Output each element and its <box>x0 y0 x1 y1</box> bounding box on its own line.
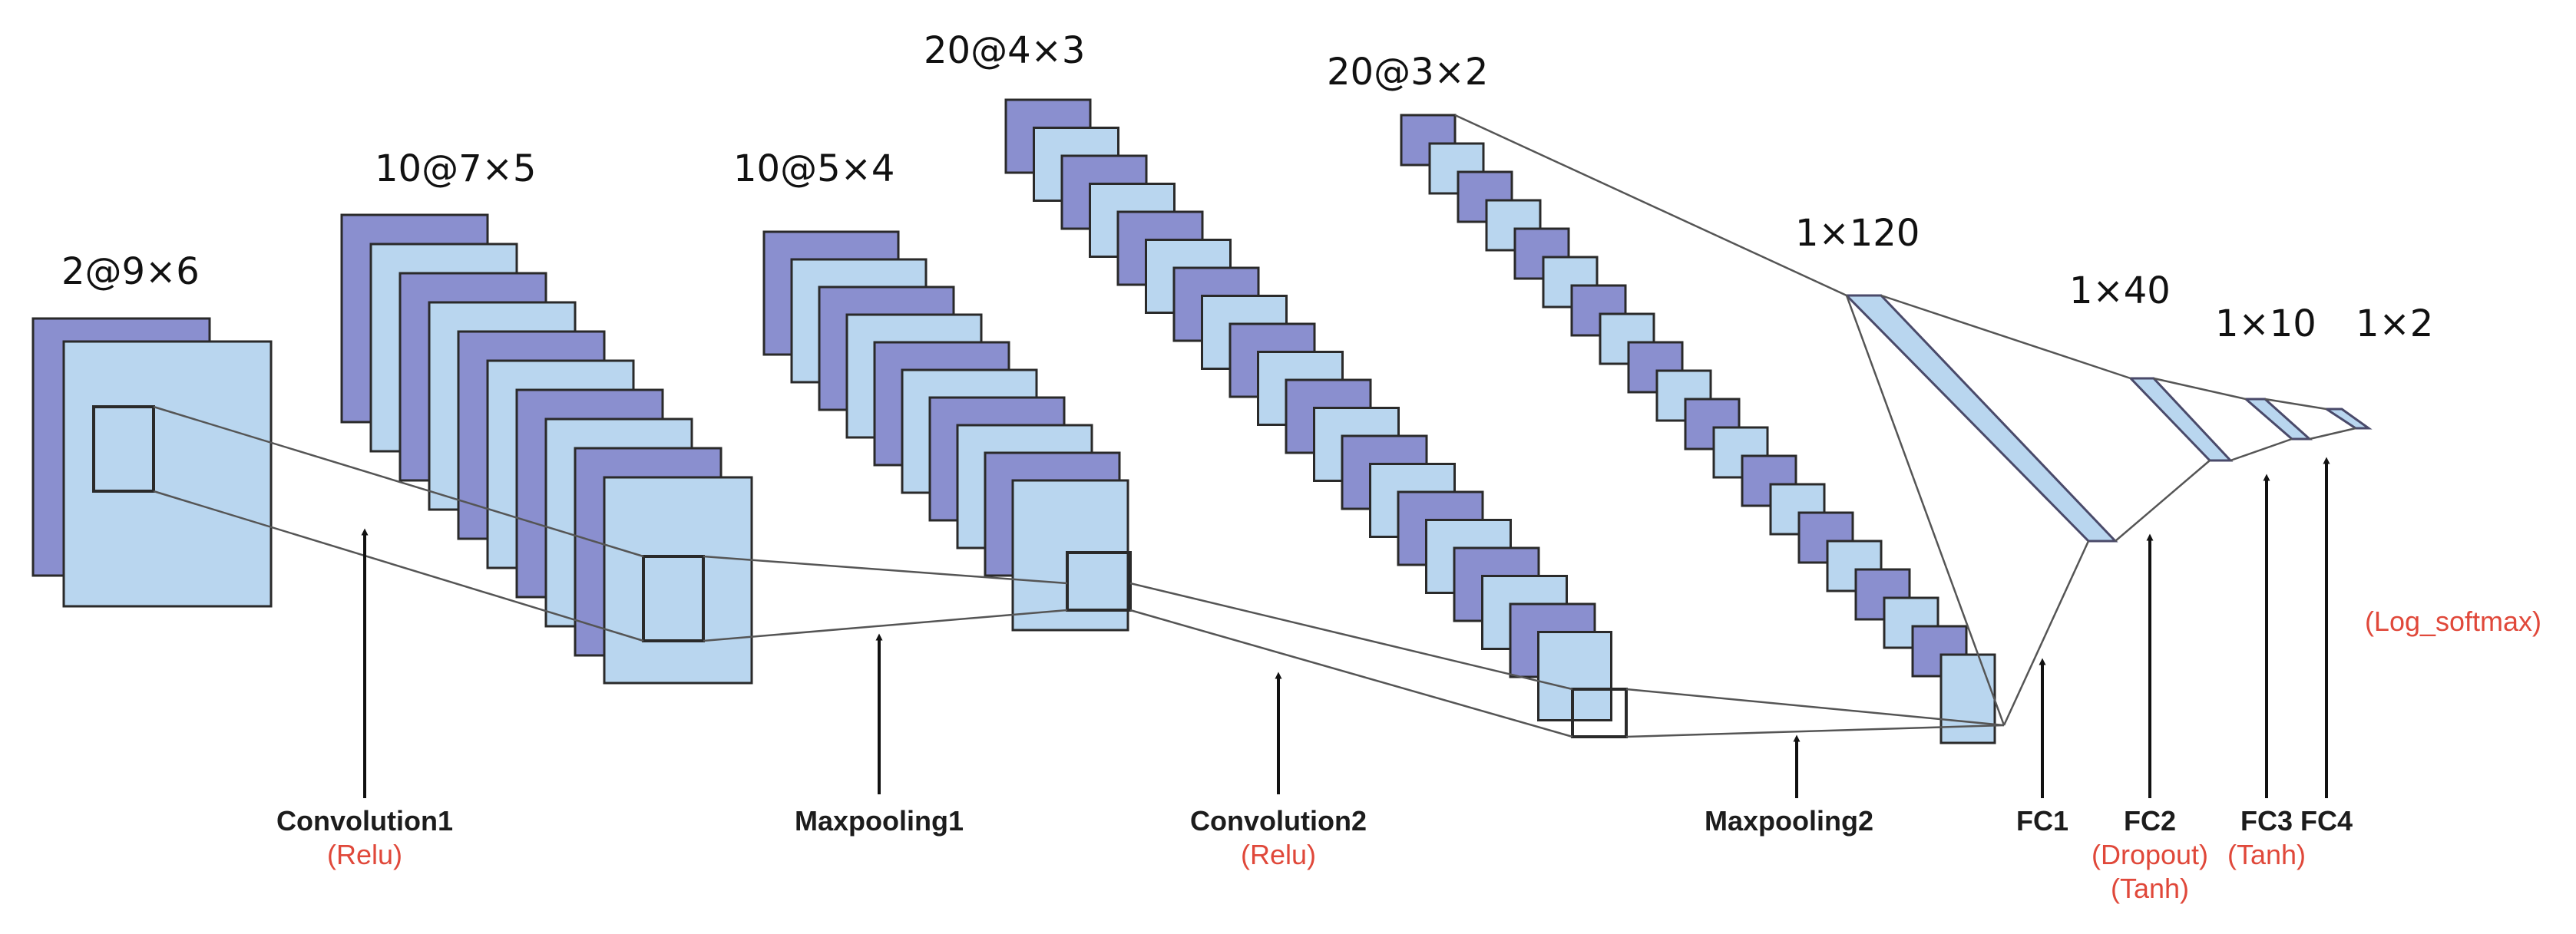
connection-line <box>1129 582 1573 691</box>
layer-pool1-stack <box>762 230 1129 632</box>
pool2-feature-map <box>1457 170 1513 223</box>
op-label-convolution2: Convolution2 <box>1190 805 1367 837</box>
layer-label-fc1: 1×120 <box>1795 212 1920 255</box>
layer-input-stack <box>31 317 273 608</box>
activation-label-fc2-tanh: (Tanh) <box>2111 873 2189 904</box>
op-label-fc3: FC3 <box>2240 805 2293 837</box>
connection-line <box>153 405 644 558</box>
layer-label-conv1: 10@7×5 <box>375 147 536 190</box>
receptive-field-conv2 <box>1571 688 1628 738</box>
connection-line <box>1880 294 2131 380</box>
fc1-bar <box>1844 294 2118 543</box>
connection-line <box>703 555 1068 585</box>
connection-line <box>1454 114 1847 297</box>
connection-line <box>2115 460 2211 542</box>
operation-arrows <box>361 457 2330 798</box>
layer-label-input: 2@9×6 <box>61 250 200 293</box>
connection-line <box>2002 540 2090 726</box>
activation-label-convolution1: (Relu) <box>327 839 402 870</box>
receptive-field-pool1 <box>1066 551 1132 612</box>
layer-label-pool2: 20@3×2 <box>1327 51 1488 94</box>
connection-line <box>2264 398 2327 411</box>
layer-conv1-stack <box>340 213 753 685</box>
op-label-convolution1: Convolution1 <box>276 805 453 837</box>
conv2-feature-map <box>1537 631 1612 721</box>
connection-line <box>1129 609 1573 738</box>
connection-lines <box>153 114 2356 738</box>
fc2-bar <box>2128 377 2234 462</box>
layer-conv2-stack <box>1004 98 1612 721</box>
pool2-feature-map <box>1939 653 1996 744</box>
pool1-feature-map <box>1011 479 1129 632</box>
layer-pool2-stack <box>1400 114 1996 744</box>
receptive-field-input <box>92 405 155 493</box>
layer-label-conv2: 20@4×3 <box>924 29 1085 72</box>
op-label-fc4: FC4 <box>2300 805 2353 837</box>
pool2-feature-map <box>1684 398 1741 450</box>
receptive-field-conv1 <box>642 555 705 642</box>
connection-line <box>703 609 1068 642</box>
op-label-fc2: FC2 <box>2124 805 2176 837</box>
activation-label-fc2-dropout: (Dropout) <box>2092 839 2208 870</box>
layer-label-pool1: 10@5×4 <box>733 147 894 190</box>
pool2-feature-map <box>1854 568 1911 621</box>
connection-line <box>1625 688 2005 727</box>
activation-label-convolution2: (Relu) <box>1241 839 1316 870</box>
conv1-feature-map <box>603 476 753 685</box>
connection-line <box>1625 724 2005 738</box>
pool2-feature-map <box>1542 256 1599 309</box>
layer-label-fc3: 1×10 <box>2215 302 2316 345</box>
activation-label-fc4: (Log_softmax) <box>2365 606 2541 637</box>
fc4-bar <box>2322 408 2373 430</box>
connection-line <box>153 490 644 642</box>
op-label-maxpooling2: Maxpooling2 <box>1705 805 1873 837</box>
connection-line <box>1845 295 2006 726</box>
op-label-maxpooling1: Maxpooling1 <box>795 805 964 837</box>
connection-line <box>2309 427 2356 441</box>
layer-label-fc2: 1×40 <box>2069 269 2171 312</box>
layer-label-fc4: 1×2 <box>2356 302 2433 345</box>
op-label-fc1: FC1 <box>2016 805 2068 837</box>
connection-line <box>2153 377 2247 401</box>
input-feature-map <box>62 340 273 608</box>
connection-line <box>2230 437 2293 462</box>
activation-label-fc3: (Tanh) <box>2227 839 2306 870</box>
